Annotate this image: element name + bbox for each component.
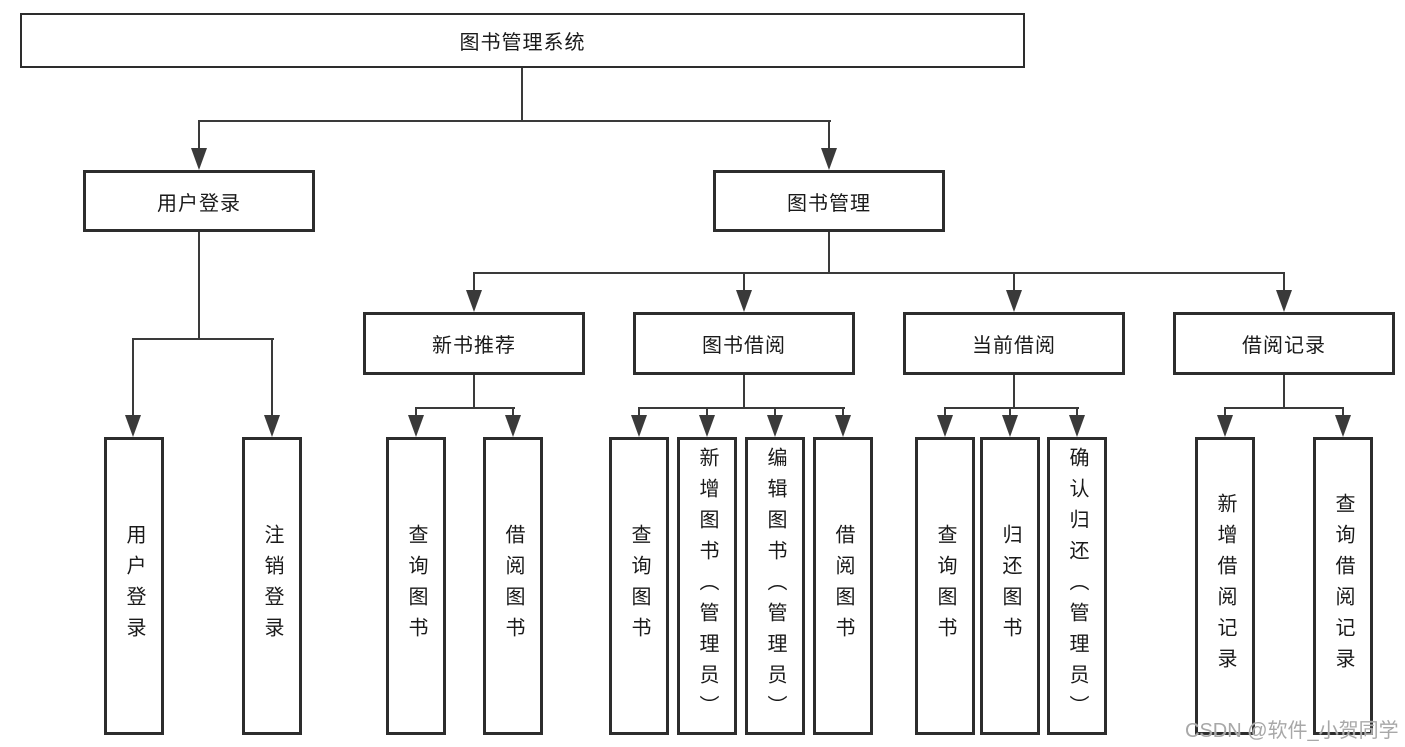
connector-line: [1009, 409, 1011, 417]
node-label: 图书管理系统: [459, 32, 586, 54]
connector-line: [132, 340, 134, 416]
connector-line: [512, 409, 514, 417]
arrow-down-icon: [835, 415, 851, 437]
connector-line: [1283, 274, 1285, 292]
leaf-label: 归还图书: [999, 524, 1021, 648]
node-new-book-recommendation: 新书推荐: [363, 312, 585, 375]
leaf-label: 查询借阅记录: [1332, 493, 1354, 679]
arrow-down-icon: [736, 290, 752, 312]
connector-line: [473, 272, 1285, 274]
connector-line: [415, 409, 417, 417]
leaf-bb-edit-books-admin: 编辑图书（管理员）: [745, 437, 805, 735]
connector-line: [1013, 274, 1015, 292]
leaf-nb-query-books: 查询图书: [386, 437, 446, 735]
connector-line: [132, 338, 274, 340]
arrow-down-icon: [1006, 290, 1022, 312]
leaf-bb-query-books: 查询图书: [609, 437, 669, 735]
node-borrowing-records: 借阅记录: [1173, 312, 1395, 375]
connector-line: [1283, 375, 1285, 409]
connector-line: [944, 409, 946, 417]
connector-line: [198, 232, 200, 340]
arrow-down-icon: [767, 415, 783, 437]
node-book-borrowing: 图书借阅: [633, 312, 855, 375]
connector-line: [638, 407, 845, 409]
node-user-login: 用户登录: [83, 170, 315, 232]
arrow-down-icon: [1002, 415, 1018, 437]
arrow-down-icon: [264, 415, 280, 437]
connector-line: [638, 409, 640, 417]
connector-line: [842, 409, 844, 417]
leaf-cb-return-books: 归还图书: [980, 437, 1040, 735]
connector-line: [473, 274, 475, 292]
node-library-management-system: 图书管理系统: [20, 13, 1025, 68]
arrow-down-icon: [631, 415, 647, 437]
leaf-label: 查询图书: [628, 524, 650, 648]
node-label: 用户登录: [157, 192, 241, 215]
leaf-logout: 注销登录: [242, 437, 302, 735]
connector-line: [415, 407, 515, 409]
connector-line: [1342, 409, 1344, 417]
watermark: CSDN @软件_小贺同学: [1185, 720, 1399, 742]
connector-line: [1224, 409, 1226, 417]
connector-line: [521, 68, 523, 121]
node-label: 图书管理: [787, 192, 871, 215]
connector-line: [1076, 409, 1078, 417]
leaf-bb-add-books-admin: 新增图书（管理员）: [677, 437, 737, 735]
leaf-label: 确认归还（管理员）: [1066, 446, 1088, 726]
leaf-label: 新增借阅记录: [1214, 493, 1236, 679]
leaf-cb-query-books: 查询图书: [915, 437, 975, 735]
arrow-down-icon: [1069, 415, 1085, 437]
node-label: 新书推荐: [432, 335, 516, 357]
connector-line: [828, 122, 830, 150]
leaf-bb-borrow-books: 借阅图书: [813, 437, 873, 735]
arrow-down-icon: [125, 415, 141, 437]
connector-line: [1224, 407, 1344, 409]
connector-line: [198, 122, 200, 150]
connector-line: [828, 232, 830, 274]
arrow-down-icon: [1217, 415, 1233, 437]
leaf-cb-confirm-return-admin: 确认归还（管理员）: [1047, 437, 1107, 735]
node-label: 借阅记录: [1242, 335, 1326, 357]
leaf-label: 借阅图书: [502, 524, 524, 648]
arrow-down-icon: [937, 415, 953, 437]
leaf-label: 查询图书: [405, 524, 427, 648]
arrow-down-icon: [699, 415, 715, 437]
connector-line: [271, 340, 273, 416]
leaf-nb-borrow-books: 借阅图书: [483, 437, 543, 735]
connector-line: [774, 409, 776, 417]
leaf-user-login: 用户登录: [104, 437, 164, 735]
leaf-label: 借阅图书: [832, 524, 854, 648]
connector-line: [473, 375, 475, 409]
leaf-label: 用户登录: [123, 524, 145, 648]
connector-line: [743, 375, 745, 409]
arrow-down-icon: [1335, 415, 1351, 437]
leaf-label: 注销登录: [261, 524, 283, 648]
connector-line: [198, 120, 831, 122]
leaf-label: 新增图书（管理员）: [696, 446, 718, 726]
connector-line: [1013, 375, 1015, 409]
leaf-label: 查询图书: [934, 524, 956, 648]
node-label: 当前借阅: [972, 335, 1056, 357]
arrow-down-icon: [505, 415, 521, 437]
connector-line: [743, 274, 745, 292]
node-book-management: 图书管理: [713, 170, 945, 232]
node-label: 图书借阅: [702, 335, 786, 357]
connector-line: [944, 407, 1079, 409]
leaf-label: 编辑图书（管理员）: [764, 446, 786, 726]
connector-line: [706, 409, 708, 417]
arrow-down-icon: [466, 290, 482, 312]
leaf-br-add-record: 新增借阅记录: [1195, 437, 1255, 735]
arrow-down-icon: [821, 148, 837, 170]
arrow-down-icon: [191, 148, 207, 170]
leaf-br-query-record: 查询借阅记录: [1313, 437, 1373, 735]
arrow-down-icon: [1276, 290, 1292, 312]
node-current-borrowing: 当前借阅: [903, 312, 1125, 375]
arrow-down-icon: [408, 415, 424, 437]
